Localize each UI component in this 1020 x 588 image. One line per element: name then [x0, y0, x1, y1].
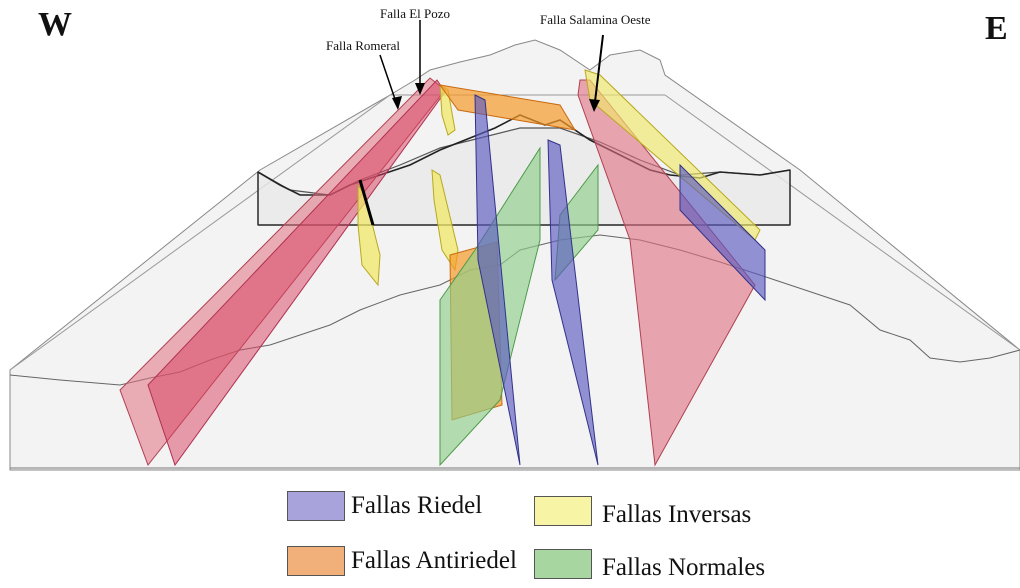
- legend-label-inversas: Fallas Inversas: [602, 501, 752, 528]
- legend-label-normales: Fallas Normales: [602, 554, 766, 581]
- fault-markers: [358, 20, 604, 226]
- el-pozo-arrowhead: [415, 83, 425, 95]
- riedel-fault-3: [679, 163, 766, 302]
- label-falla-salamina-oeste: Falla Salamina Oeste: [540, 12, 651, 27]
- legend-swatch-riedel: [287, 491, 345, 521]
- romeral-trace: [358, 179, 375, 226]
- legend-swatch-normales: [534, 549, 592, 579]
- west-label: W: [38, 6, 72, 43]
- east-label: E: [985, 10, 1008, 47]
- label-falla-romeral: Falla Romeral: [326, 38, 400, 53]
- inverse-faults: [357, 69, 761, 287]
- legend-label-riedel: Fallas Riedel: [351, 492, 483, 519]
- salamina-pointer: [593, 34, 604, 111]
- red-fault-romeral: [119, 77, 446, 467]
- romeral-arrowhead: [392, 96, 402, 110]
- antiriedel-fault-top: [438, 84, 576, 131]
- legend-item-antiriedel: Fallas Antiriedel: [287, 546, 517, 576]
- legend-item-riedel: Fallas Riedel: [287, 491, 482, 521]
- riedel-fault-1: [474, 94, 521, 466]
- outer-block-edge-right: [664, 94, 1020, 351]
- legend-swatch-inversas: [534, 496, 592, 526]
- outer-block-edge-left: [9, 94, 391, 371]
- legend-swatch-antiriedel: [287, 546, 345, 576]
- riedel-fault-2: [547, 139, 599, 466]
- legend-label-antiriedel: Fallas Antiriedel: [351, 547, 517, 574]
- riedel-faults: [474, 94, 766, 466]
- salamina-arrowhead: [589, 99, 600, 112]
- legend-item-inversas: Fallas Inversas: [534, 493, 751, 529]
- label-falla-el-pozo: Falla El Pozo: [380, 6, 450, 21]
- legend-item-normales: Fallas Normales: [534, 546, 765, 582]
